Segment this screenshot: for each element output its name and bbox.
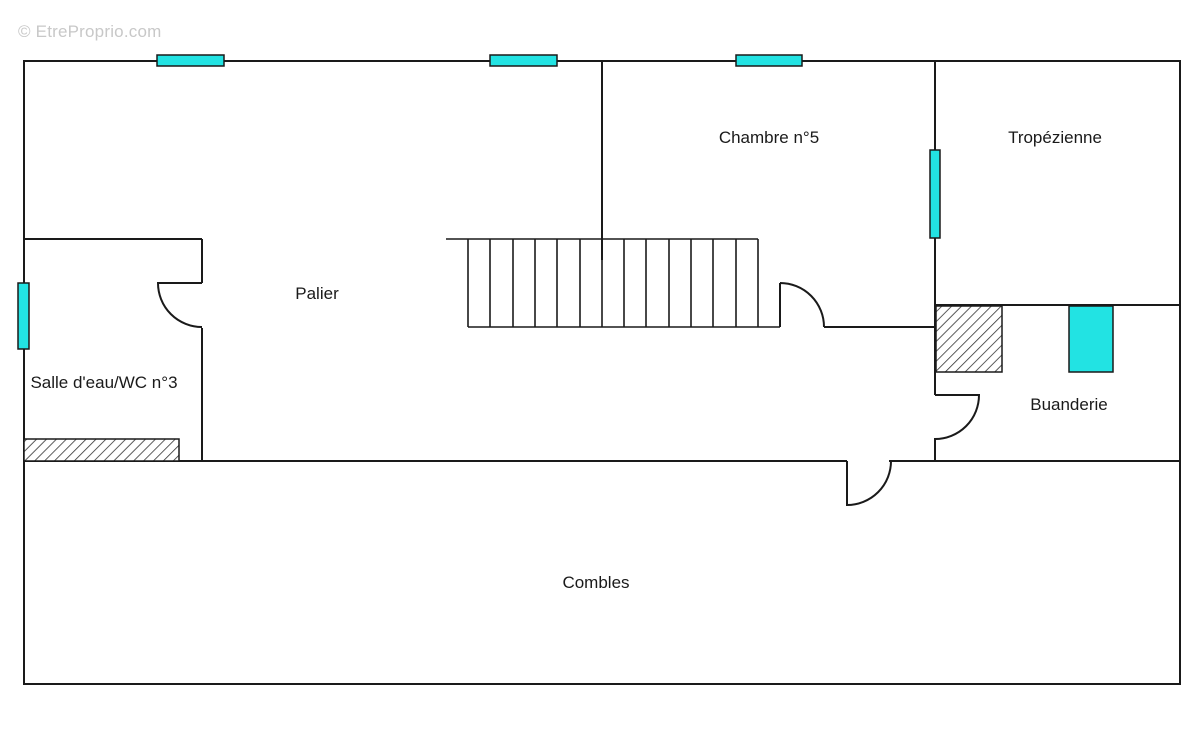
window-salle-eau [17,282,30,350]
door-salle-eau [156,282,203,328]
room-label-chambre5: Chambre n°5 [719,128,819,147]
window-top-2 [489,54,558,67]
window-top-3 [735,54,803,67]
room-label-palier: Palier [295,284,339,303]
door-chambre [779,282,825,328]
window-top-1 [156,54,225,67]
room-label-buanderie: Buanderie [1030,395,1108,414]
room-label-salle-eau: Salle d'eau/WC n°3 [30,373,177,392]
hatched-fixture-buanderie [935,305,1003,373]
door-buanderie [934,394,981,440]
room-label-tropezienne: Tropézienne [1008,128,1102,147]
window-chambre-side [929,149,941,239]
hatched-fixture-salle-eau [23,438,180,462]
room-label-combles: Combles [562,573,629,592]
watermark: © EtreProprio.com [18,22,162,41]
door-combles [846,460,892,507]
staircase [446,238,780,328]
window-buanderie [1068,305,1114,373]
